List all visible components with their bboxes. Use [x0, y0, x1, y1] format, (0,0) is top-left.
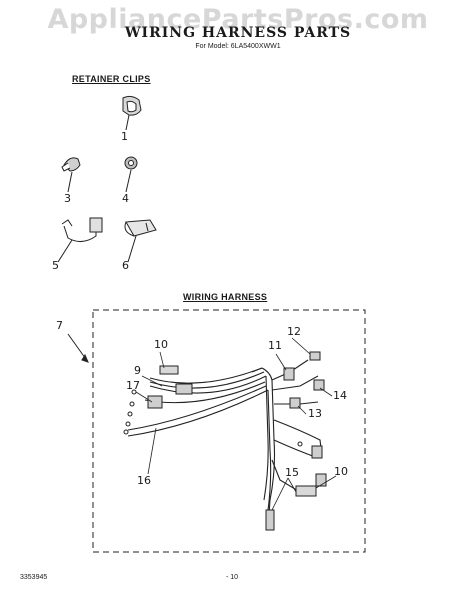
- callout-6: 6: [122, 259, 129, 272]
- callout-11: 11: [268, 339, 282, 352]
- connector-13: [289, 397, 301, 409]
- model-line: For Model: 6LA5400XWW1: [195, 43, 281, 50]
- leader-lines: [135, 337, 337, 511]
- harness-boundary-box: [92, 309, 366, 553]
- connector-11: [283, 367, 295, 381]
- connector-14: [313, 379, 325, 391]
- section-title-wiring-harness: WIRING HARNESS: [183, 292, 268, 302]
- connector-9: [175, 383, 193, 395]
- callout-12: 12: [287, 325, 301, 338]
- page-title: WIRING HARNESS PARTS: [124, 25, 352, 41]
- callout-10-bottom: 10: [334, 465, 348, 478]
- callout-7-arrow: [67, 333, 89, 363]
- connector-bottom: [265, 509, 275, 531]
- callout-1: 1: [121, 130, 128, 143]
- watermark-text: AppliancePartsPros.com: [47, 4, 429, 35]
- callout-7: 7: [56, 319, 63, 332]
- callout-15: 15: [285, 466, 299, 479]
- connector-10-top: [159, 365, 179, 375]
- connector-10-bottom: [295, 485, 317, 497]
- callout-9: 9: [134, 364, 141, 377]
- callout-14: 14: [333, 389, 347, 402]
- connector-12: [309, 351, 321, 361]
- callout-5: 5: [52, 259, 59, 272]
- retainer-clip-1: [122, 95, 142, 131]
- callout-17: 17: [126, 379, 140, 392]
- callout-13: 13: [308, 407, 322, 420]
- callout-16: 16: [137, 474, 151, 487]
- connector-17: [147, 395, 163, 409]
- connector-right-mid: [311, 445, 323, 459]
- retainer-clip-4: [124, 156, 138, 193]
- callout-3: 3: [64, 192, 71, 205]
- harness-wires: [127, 359, 323, 531]
- retainer-clip-3: [61, 157, 81, 193]
- callout-10-top: 10: [154, 338, 168, 351]
- retainer-clip-5: [57, 217, 103, 263]
- callout-4: 4: [122, 192, 129, 205]
- page-number: - 10: [226, 574, 239, 581]
- connector-right-low: [315, 473, 327, 487]
- doc-number: 3353945: [20, 574, 48, 581]
- section-title-retainer-clips: RETAINER CLIPS: [72, 74, 151, 84]
- retainer-clip-6: [124, 219, 157, 263]
